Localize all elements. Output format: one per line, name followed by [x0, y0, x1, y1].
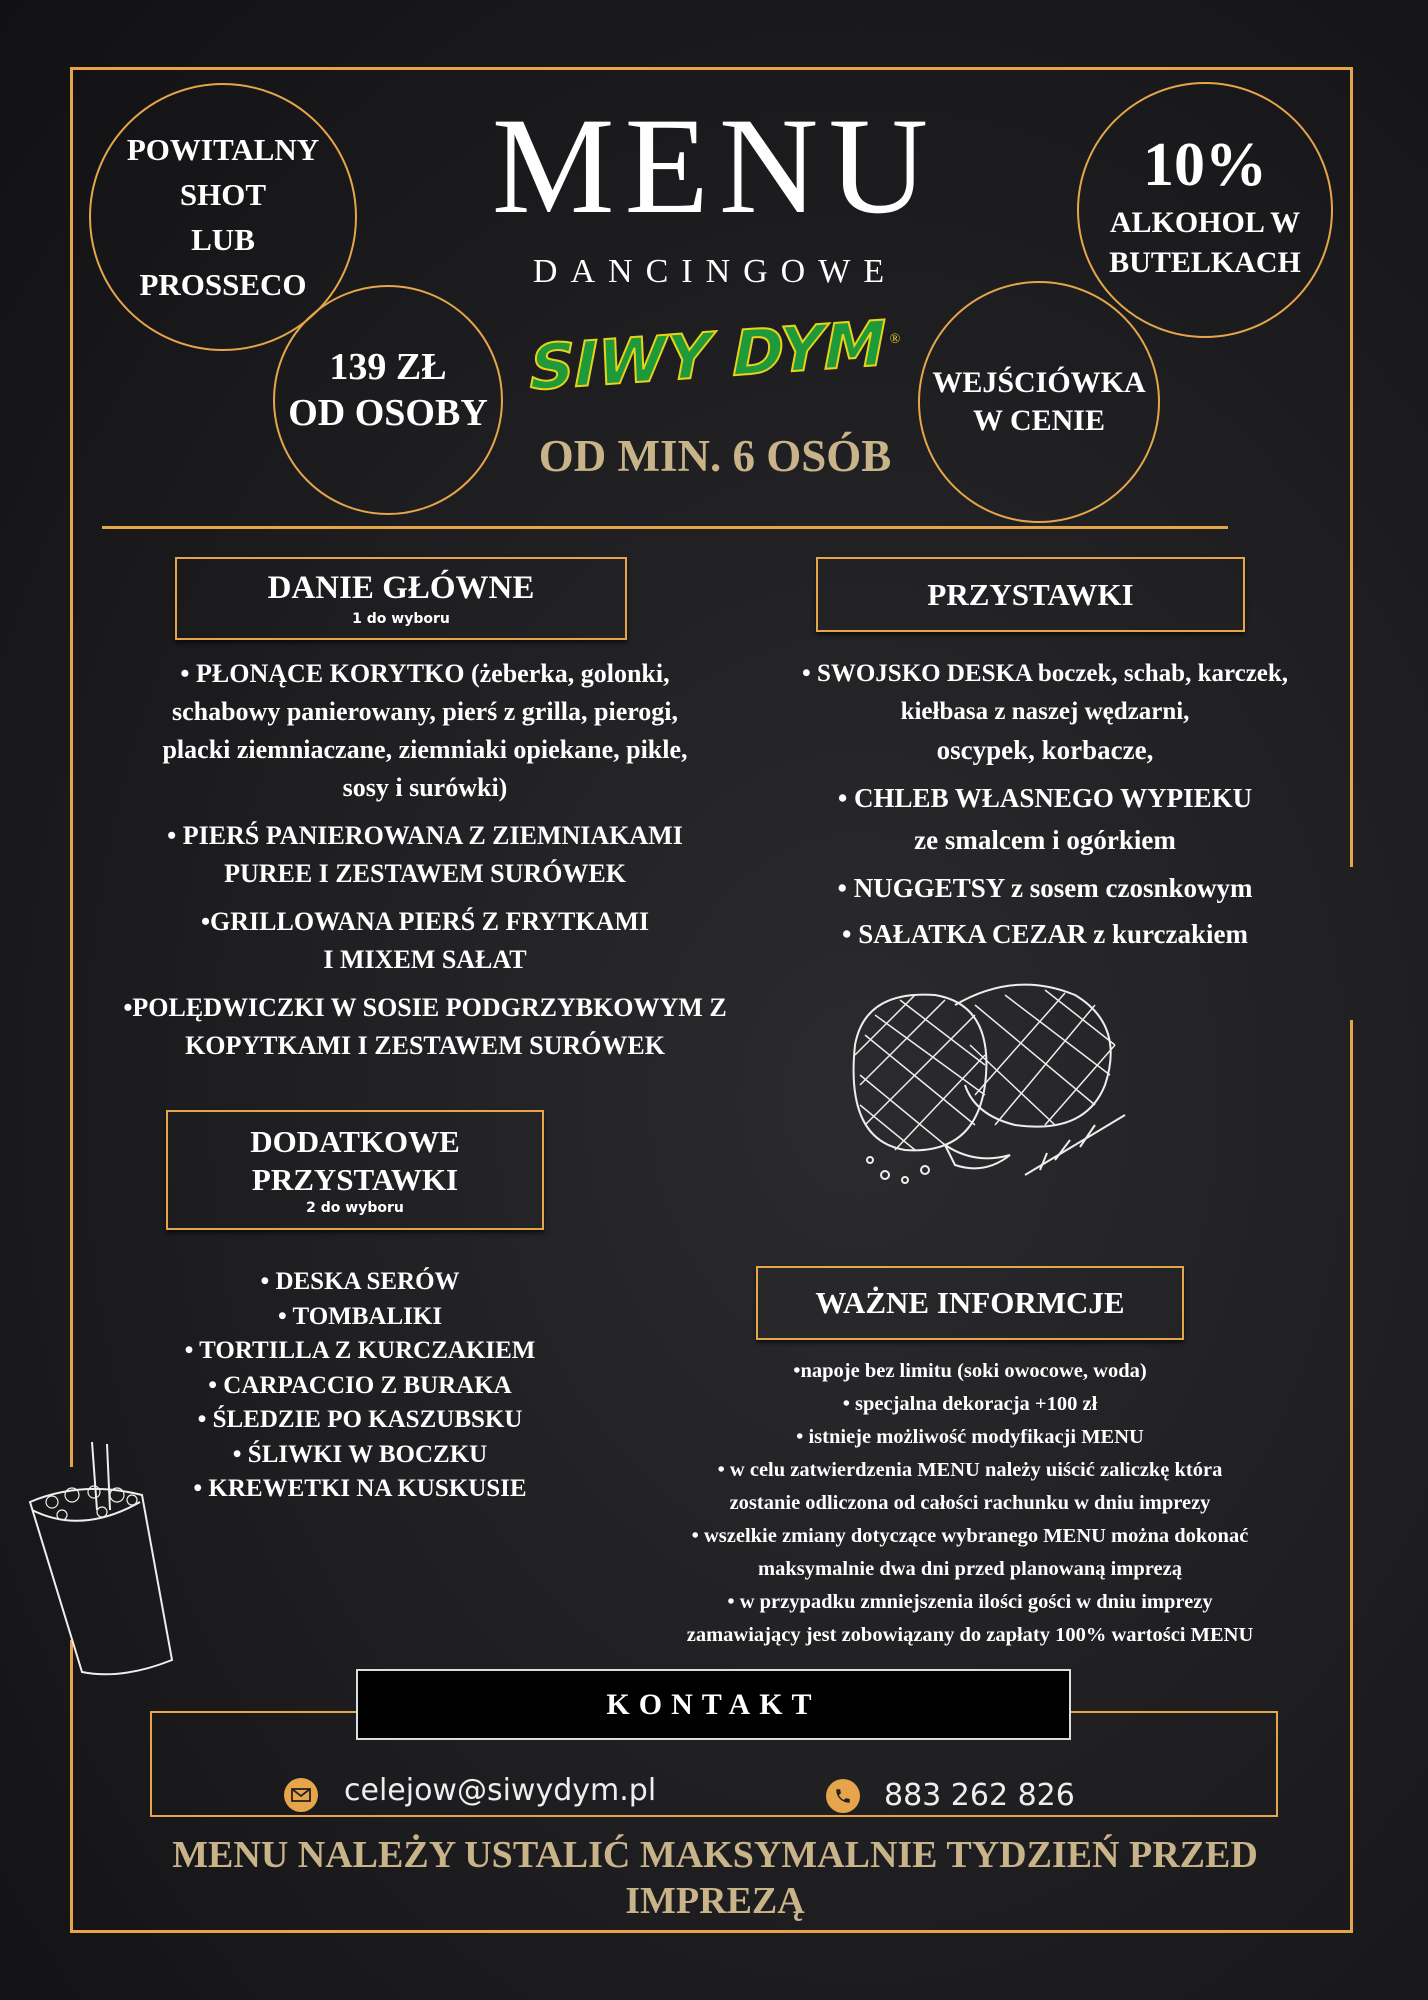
meat-illustration — [852, 983, 1126, 1184]
info-line: • specjalna dekoracja +100 zł — [842, 1393, 1098, 1415]
main-dishes-header: DANIE GŁÓWNE 1 do wyboru — [175, 557, 627, 640]
email-link[interactable]: celejow@siwydym.pl — [344, 1773, 657, 1808]
list-item: • TOMBALIKI — [277, 1302, 443, 1330]
list-line: kiełbasa z naszej wędzarni, — [900, 698, 1190, 725]
info-line: • istnieje możliwość modyfikacji MENU — [796, 1426, 1144, 1448]
drink-glass-illustration — [28, 1441, 174, 1676]
list-line: ze smalcem i ogórkiem — [914, 825, 1176, 855]
entry-line: W CENIE — [973, 404, 1105, 437]
info-line: • wszelkie zmiany dotyczące wybranego ME… — [691, 1525, 1249, 1547]
list-line: KOPYTKAMI I ZESTAWEM SURÓWEK — [185, 1031, 665, 1060]
discount-badge: 10% ALKOHOL W BUTELKACH — [1077, 82, 1333, 338]
info-list: •napoje bez limitu (soki owocowe, woda) … — [600, 1355, 1340, 1652]
footer-line: IMPREZĄ — [625, 1880, 805, 1922]
info-line: zamawiający jest zobowiązany do zapłaty … — [686, 1624, 1254, 1646]
list-line: • SWOJSKO DESKA boczek, schab, karczek, — [801, 660, 1289, 687]
section-subtitle: 1 do wyboru — [352, 610, 450, 627]
phone-icon — [826, 1779, 860, 1813]
extra-starters-header: DODATKOWE PRZYSTAWKI 2 do wyboru — [166, 1110, 544, 1230]
frame-left-upper — [70, 67, 73, 1467]
list-item: • TORTILLA Z KURCZAKIEM — [184, 1337, 536, 1364]
frame-left-lower — [70, 1640, 73, 1933]
siwy-dym-logo: SIWY DYM ® — [515, 306, 915, 408]
list-item: •POLĘDWICZKI W SOSIE PODGRZYBKOWYM Z KOPY… — [90, 989, 760, 1065]
welcome-badge: POWITALNY SHOT LUB PROSSECO — [89, 83, 357, 351]
badge-line: SHOT — [179, 177, 267, 212]
extra-starters-list: • DESKA SERÓW • TOMBALIKI • TORTILLA Z K… — [160, 1265, 560, 1507]
list-item: • DESKA SERÓW — [260, 1268, 460, 1295]
list-item: • CARPACCIO Z BURAKA — [208, 1371, 512, 1399]
frame-right-lower — [1350, 1020, 1353, 1933]
section-title: DODATKOWE — [250, 1124, 460, 1160]
price-value: 139 ZŁ — [329, 346, 447, 388]
list-item: •GRILLOWANA PIERŚ Z FRYTKAMI I MIXEM SAŁA… — [90, 903, 760, 979]
page-subtitle: DANCINGOWE — [532, 253, 898, 290]
section-subtitle: 2 do wyboru — [306, 1199, 404, 1216]
price-badge: 139 ZŁ OD OSOBY — [273, 285, 503, 515]
info-line: •napoje bez limitu (soki owocowe, woda) — [793, 1360, 1147, 1382]
discount-line: BUTELKACH — [1109, 246, 1301, 279]
starters-list: • SWOJSKO DESKA boczek, schab, karczek, k… — [760, 655, 1330, 957]
info-line: • w celu zatwierdzenia MENU należy uiści… — [717, 1459, 1223, 1481]
info-line: zostanie odliczona od całości rachunku w… — [729, 1492, 1211, 1514]
frame-bottom — [70, 1930, 1353, 1933]
main-dishes-list: • PŁONĄCE KORYTKO (żeberka, golonki, scha… — [90, 655, 760, 1065]
footer-line: MENU NALEŻY USTALIĆ MAKSYMALNIE TYDZIEŃ … — [172, 1834, 1258, 1876]
frame-right-upper — [1350, 67, 1353, 867]
header-divider — [102, 526, 1228, 529]
info-header: WAŻNE INFORMCJE — [756, 1266, 1184, 1340]
footer-note: MENU NALEŻY USTALIĆ MAKSYMALNIE TYDZIEŃ … — [90, 1832, 1340, 1924]
info-line: • w przypadku zmniejszenia ilości gości … — [727, 1591, 1213, 1613]
section-title: PRZYSTAWKI — [251, 1161, 459, 1197]
section-title: DANIE GŁÓWNE — [267, 570, 535, 607]
list-line: • PŁONĄCE KORYTKO (żeberka, golonki, — [180, 659, 670, 688]
list-item: • NUGGETSY z sosem czosnkowym — [760, 865, 1330, 911]
registered-mark: ® — [889, 332, 901, 347]
discount-line: ALKOHOL W — [1109, 206, 1301, 239]
list-item: • PIERŚ PANIEROWANA Z ZIEMNIAKAMI PUREE I… — [90, 817, 760, 893]
list-line: •GRILLOWANA PIERŚ Z FRYTKAMI — [200, 907, 650, 936]
page-title: MENU — [491, 89, 939, 242]
list-line: oscypek, korbacze, — [936, 735, 1154, 765]
list-line: • PIERŚ PANIEROWANA Z ZIEMNIAKAMI — [167, 821, 683, 850]
list-line: •POLĘDWICZKI W SOSIE PODGRZYBKOWYM Z — [123, 993, 727, 1022]
list-line: sosy i surówki) — [342, 773, 508, 802]
list-line: I MIXEM SAŁAT — [323, 945, 527, 974]
logo-text: SIWY DYM — [529, 306, 887, 406]
section-title: WAŻNE INFORMCJE — [815, 1285, 1125, 1321]
contact-title: KONTAKT — [356, 1669, 1071, 1740]
info-line: maksymalnie dwa dni przed planowaną impr… — [758, 1558, 1182, 1580]
section-title: PRZYSTAWKI — [927, 576, 1134, 612]
badge-line: LUB — [191, 222, 255, 257]
list-item: • ŚLEDZIE PO KASZUBSKU — [197, 1406, 523, 1433]
email-icon — [284, 1778, 318, 1812]
list-line: • SAŁATKA CEZAR z kurczakiem — [842, 919, 1248, 949]
list-item: • SWOJSKO DESKA boczek, schab, karczek, k… — [760, 655, 1330, 769]
discount-value: 10% — [1143, 131, 1267, 199]
list-item: • SAŁATKA CEZAR z kurczakiem — [760, 911, 1330, 957]
list-item: • PŁONĄCE KORYTKO (żeberka, golonki, scha… — [90, 655, 760, 807]
entry-line: WEJŚCIÓWKA — [932, 366, 1146, 399]
list-item: • CHLEB WŁASNEGO WYPIEKU ze smalcem i ogó… — [760, 777, 1330, 861]
frame-top — [70, 67, 1353, 70]
list-line: placki ziemniaczane, ziemniaki opiekane,… — [162, 735, 688, 764]
min-people-note: OD MIN. 6 OSÓB — [538, 431, 892, 481]
list-line: • NUGGETSY z sosem czosnkowym — [837, 873, 1253, 903]
list-line: PUREE I ZESTAWEM SURÓWEK — [224, 859, 626, 888]
price-label: OD OSOBY — [288, 392, 488, 434]
badge-line: PROSSECO — [139, 267, 307, 302]
starters-header: PRZYSTAWKI — [816, 557, 1245, 632]
phone-number[interactable]: 883 262 826 — [884, 1778, 1075, 1813]
badge-line: POWITALNY — [126, 132, 320, 167]
list-line: • CHLEB WŁASNEGO WYPIEKU — [837, 783, 1253, 813]
list-item: • KREWETKI NA KUSKUSIE — [193, 1475, 527, 1502]
list-line: schabowy panierowany, pierś z grilla, pi… — [171, 697, 679, 726]
list-item: • ŚLIWKI W BOCZKU — [232, 1440, 488, 1468]
entry-badge: WEJŚCIÓWKA W CENIE — [918, 281, 1160, 523]
